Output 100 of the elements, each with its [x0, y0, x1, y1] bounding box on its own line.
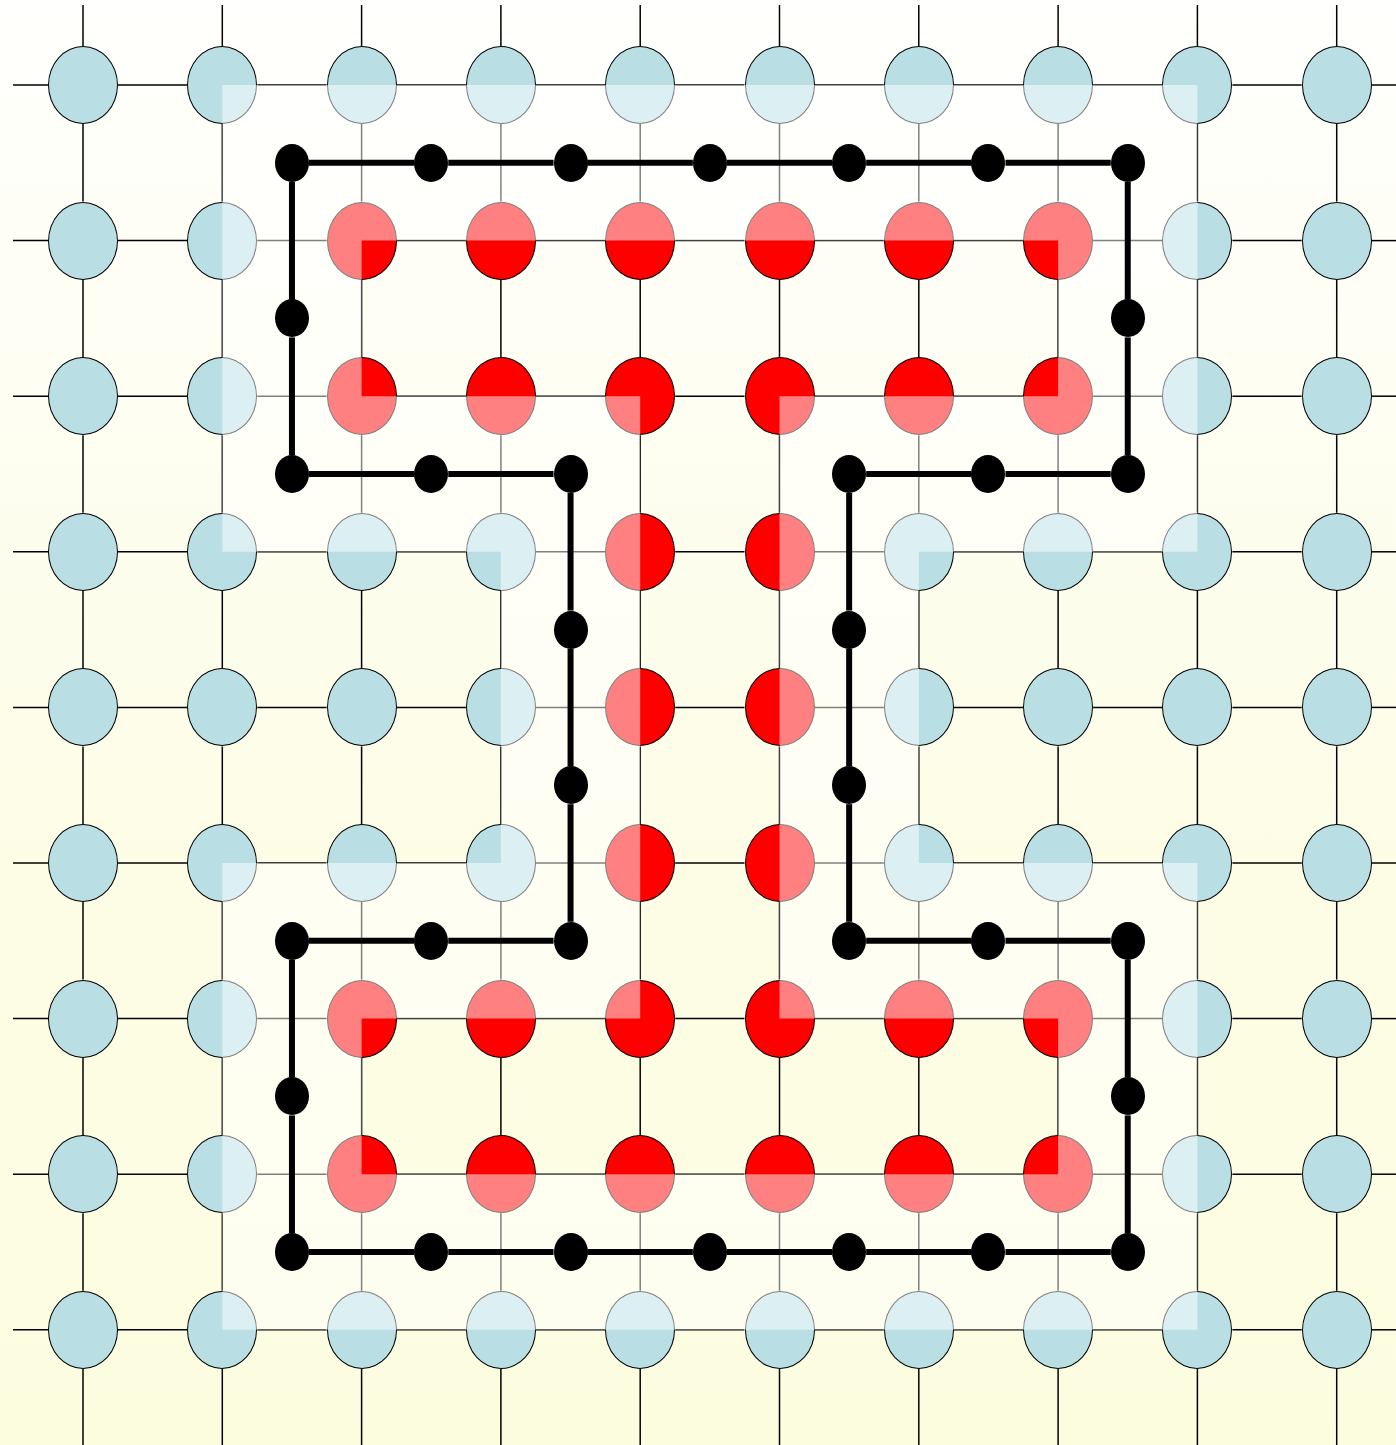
boundary-line	[846, 648, 853, 767]
grid-line	[117, 551, 189, 553]
grid-line	[256, 862, 328, 864]
grid-line	[1057, 1368, 1059, 1445]
grid-line	[1196, 123, 1199, 203]
grid-line	[1057, 901, 1059, 981]
grid-line	[221, 745, 224, 825]
grid-line	[1057, 745, 1059, 825]
grid-line	[535, 1173, 606, 1175]
grid-line	[256, 239, 328, 242]
grid-line	[778, 901, 781, 981]
grid-line	[535, 1329, 606, 1331]
grid-line	[1335, 1368, 1338, 1445]
boundary-line	[448, 159, 554, 166]
grid-line	[12, 706, 49, 709]
boundary-line	[846, 493, 853, 611]
boundary-line	[567, 648, 574, 767]
grid-line	[813, 862, 885, 864]
grid-line	[918, 434, 920, 514]
boundary-line	[448, 471, 554, 477]
grid-line	[360, 434, 363, 514]
junction-dot	[1110, 1233, 1145, 1271]
grid-line	[1092, 239, 1164, 242]
grid-line	[813, 1017, 885, 1020]
junction-dot	[274, 1077, 309, 1116]
grid-line	[778, 434, 781, 514]
boundary-line	[1124, 337, 1131, 455]
grid-line	[82, 434, 84, 514]
boundary-line	[288, 1115, 295, 1233]
boundary-line	[567, 804, 574, 922]
grid-line	[1335, 278, 1338, 358]
junction-dot	[553, 610, 588, 649]
boundary-line	[308, 159, 415, 166]
grid-line	[117, 84, 189, 86]
grid-line	[1231, 1173, 1303, 1175]
grid-line	[1335, 901, 1338, 981]
grid-line	[535, 239, 606, 242]
grid-line	[1092, 84, 1164, 86]
grid-line	[674, 862, 746, 864]
junction-dot	[553, 143, 588, 182]
grid-line	[1370, 551, 1396, 553]
junction-dot	[1110, 299, 1145, 338]
grid-line	[674, 1173, 746, 1175]
grid-line	[82, 4, 84, 47]
grid-line	[1231, 239, 1303, 242]
grid-line	[1196, 901, 1199, 981]
grid-line	[813, 1173, 885, 1175]
junction-dot	[832, 610, 867, 649]
grid-line	[256, 84, 328, 86]
grid-line	[500, 434, 502, 514]
grid-line	[1231, 84, 1303, 86]
grid-line	[778, 4, 781, 47]
grid-line	[12, 84, 49, 86]
grid-line	[1092, 395, 1164, 397]
grid-line	[1231, 862, 1303, 864]
junction-dot	[274, 455, 309, 493]
grid-line	[117, 239, 189, 242]
junction-dot	[553, 1233, 588, 1271]
grid-line	[1092, 551, 1164, 553]
grid-line	[1231, 395, 1303, 397]
boundary-line	[288, 337, 295, 455]
grid-line	[1092, 1329, 1164, 1331]
grid-line	[1057, 278, 1059, 358]
grid-line	[1370, 706, 1396, 709]
boundary-line	[726, 1249, 833, 1255]
grid-line	[360, 4, 363, 47]
grid-line	[953, 84, 1024, 86]
grid-line	[639, 590, 641, 670]
grid-line	[778, 1368, 781, 1445]
grid-line	[221, 590, 224, 670]
grid-line	[1092, 862, 1164, 864]
grid-line	[813, 239, 885, 242]
grid-line	[1231, 1329, 1303, 1331]
grid-line	[500, 4, 502, 47]
grid-line	[500, 1056, 502, 1136]
grid-line	[639, 123, 641, 203]
grid-line	[639, 1368, 641, 1445]
junction-dot	[1110, 1077, 1145, 1116]
grid-line	[1370, 1329, 1396, 1331]
grid-line	[1370, 239, 1396, 242]
grid-line	[639, 4, 641, 47]
grid-line	[117, 1329, 189, 1331]
boundary-line	[1005, 1249, 1111, 1255]
grid-line	[117, 862, 189, 864]
grid-line	[221, 434, 224, 514]
grid-line	[639, 901, 641, 981]
junction-dot	[274, 921, 309, 960]
grid-line	[813, 84, 885, 86]
boundary-line	[308, 1249, 415, 1255]
grid-line	[1335, 1056, 1338, 1136]
grid-line	[1196, 434, 1199, 514]
grid-line	[82, 1056, 84, 1136]
grid-line	[1370, 862, 1396, 864]
grid-line	[395, 1329, 467, 1331]
grid-line	[1335, 123, 1338, 203]
grid-line	[778, 590, 781, 670]
junction-dot	[971, 1233, 1006, 1271]
junction-dot	[832, 455, 867, 493]
junction-dot	[414, 455, 449, 493]
junction-dot	[692, 143, 727, 182]
